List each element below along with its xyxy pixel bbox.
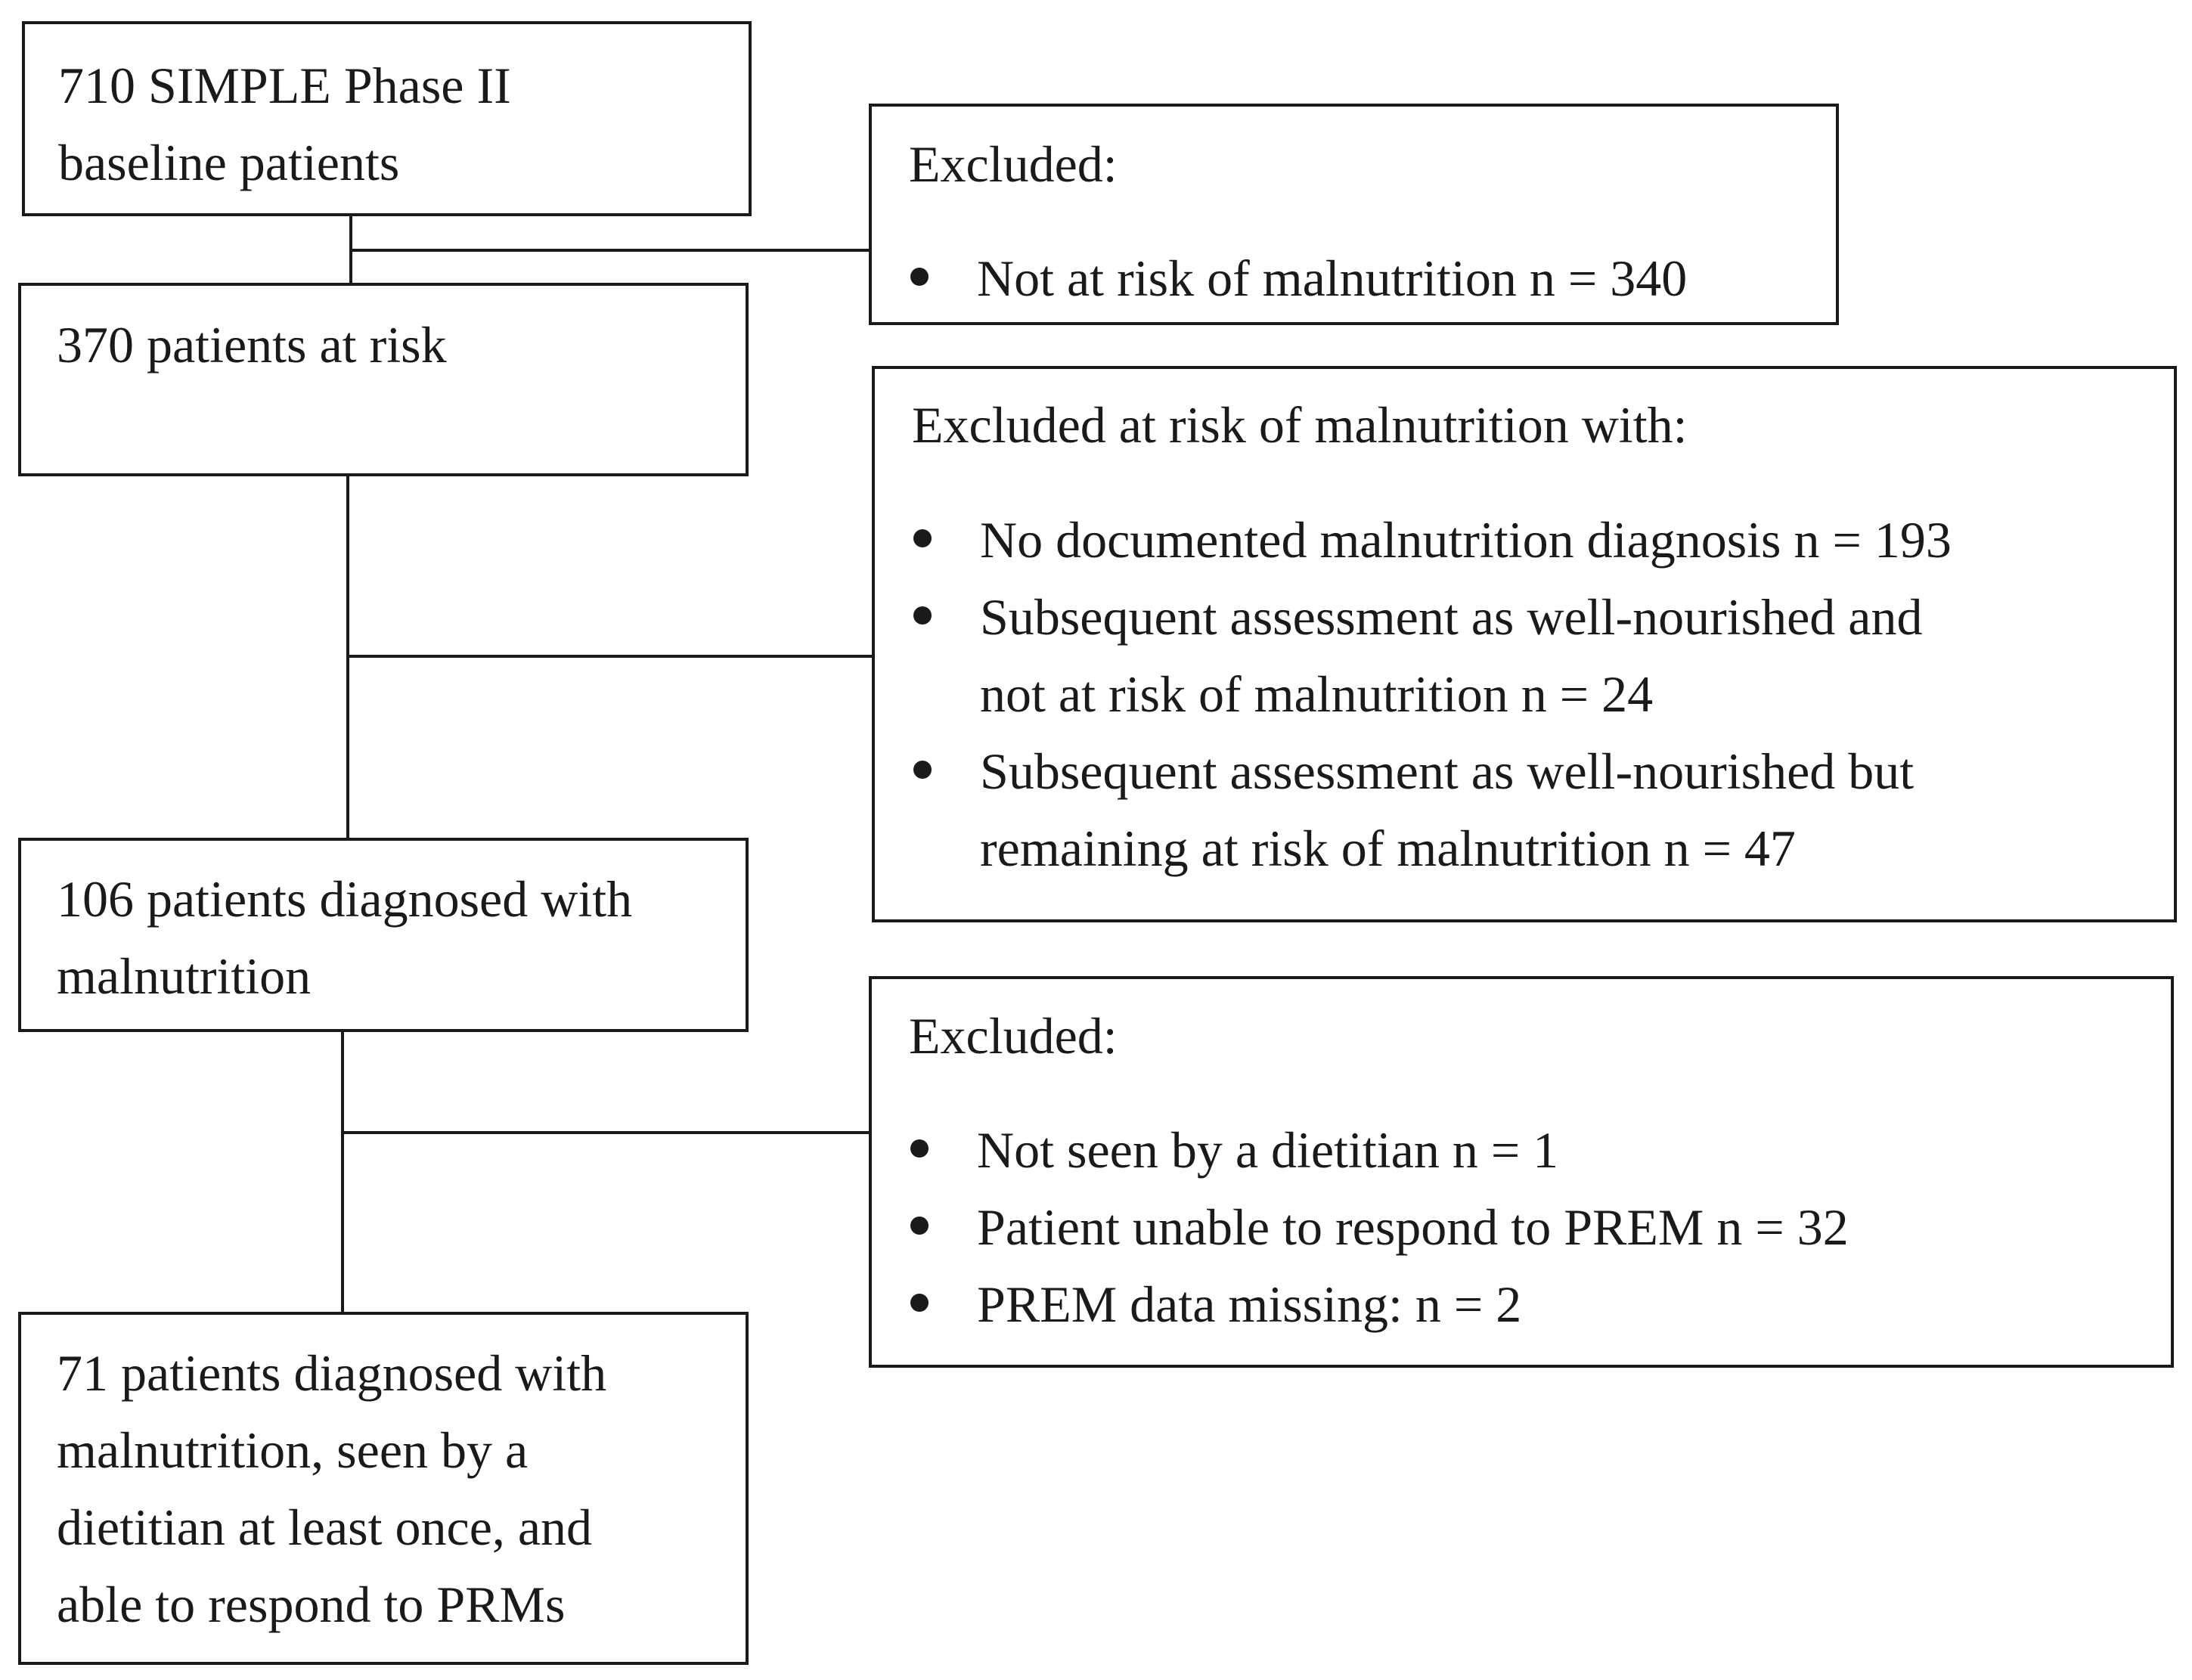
exclusion-box-not-at-risk: Excluded: Not at risk of malnutrition n … (869, 104, 1839, 325)
exclusion-heading: Excluded: (909, 1007, 1118, 1065)
exclusion-list: No documented malnutrition diagnosis n =… (875, 501, 2174, 887)
exclusion-list: Not seen by a dietitian n = 1 Patient un… (872, 1111, 2171, 1343)
flow-box-diagnosed-text: 106 patients diagnosed with malnutrition (57, 870, 633, 1005)
flow-box-diagnosed: 106 patients diagnosed with malnutrition (18, 838, 749, 1032)
flow-box-final: 71 patients diagnosed with malnutrition,… (18, 1312, 749, 1665)
exclusion-item: No documented malnutrition diagnosis n =… (875, 501, 2174, 578)
exclusion-box-at-risk: Excluded at risk of malnutrition with: N… (872, 366, 2177, 922)
flow-box-final-text: 71 patients diagnosed with malnutrition,… (57, 1344, 607, 1633)
flow-box-at-risk: 370 patients at risk (18, 283, 749, 476)
exclusion-box-dietitian: Excluded: Not seen by a dietitian n = 1 … (869, 976, 2174, 1368)
connector-branch-excluded-not-at-risk (349, 249, 879, 252)
flow-box-at-risk-text: 370 patients at risk (57, 316, 447, 374)
connector-branch-excluded-at-risk (346, 655, 872, 658)
exclusion-heading: Excluded at risk of malnutrition with: (912, 396, 1688, 454)
exclusion-item: Not seen by a dietitian n = 1 (872, 1111, 2171, 1189)
flow-box-baseline: 710 SIMPLE Phase II baseline patients (22, 21, 752, 216)
exclusion-item: Subsequent assessment as well-nourished … (875, 733, 2174, 887)
exclusion-item: Subsequent assessment as well-nourished … (875, 578, 2174, 733)
exclusion-list: Not at risk of malnutrition n = 340 (872, 240, 1836, 317)
exclusion-item: PREM data missing: n = 2 (872, 1266, 2171, 1343)
connector-branch-excluded-dietitian (341, 1131, 871, 1134)
exclusion-heading: Excluded: (909, 135, 1118, 193)
exclusion-item: Not at risk of malnutrition n = 340 (872, 240, 1836, 317)
connector-diagnosed-to-final (341, 1032, 344, 1312)
exclusion-item: Patient unable to respond to PREM n = 32 (872, 1189, 2171, 1266)
flow-box-baseline-text: 710 SIMPLE Phase II baseline patients (58, 57, 511, 191)
